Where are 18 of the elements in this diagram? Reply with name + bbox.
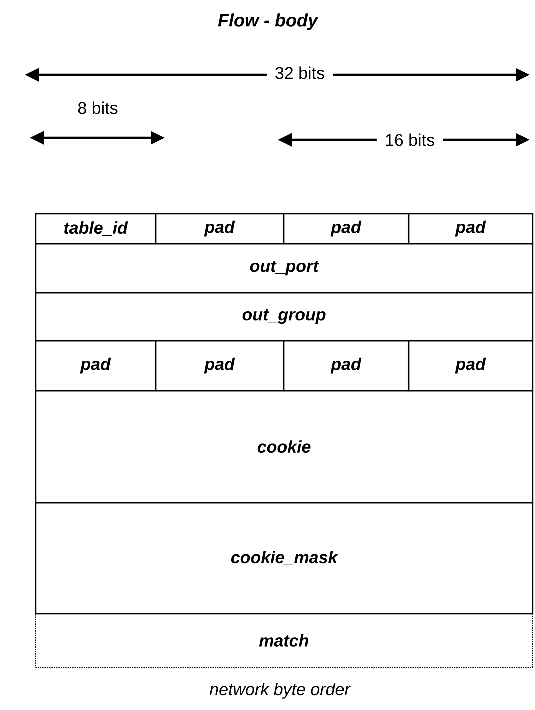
dimension-label: 8 bits (78, 102, 118, 114)
dimension-label: 32 bits (266, 66, 334, 80)
field-cell: pad (35, 340, 157, 392)
field-cell: pad (155, 340, 285, 392)
field-cell: match (35, 613, 534, 668)
field-cell: pad (283, 213, 410, 245)
field-cell: out_group (35, 292, 534, 342)
field-cell: table_id (35, 213, 157, 245)
field-cell: pad (283, 340, 410, 392)
field-cell: pad (408, 340, 534, 392)
dimension-label: 16 bits (376, 132, 444, 148)
title: Flow - body (218, 14, 319, 30)
field-cell: cookie (35, 390, 534, 504)
caption: network byte order (210, 683, 351, 699)
field-cell: pad (408, 213, 534, 245)
field-cell: out_port (35, 243, 534, 294)
field-cell: cookie_mask (35, 502, 534, 615)
field-cell: pad (155, 213, 285, 245)
